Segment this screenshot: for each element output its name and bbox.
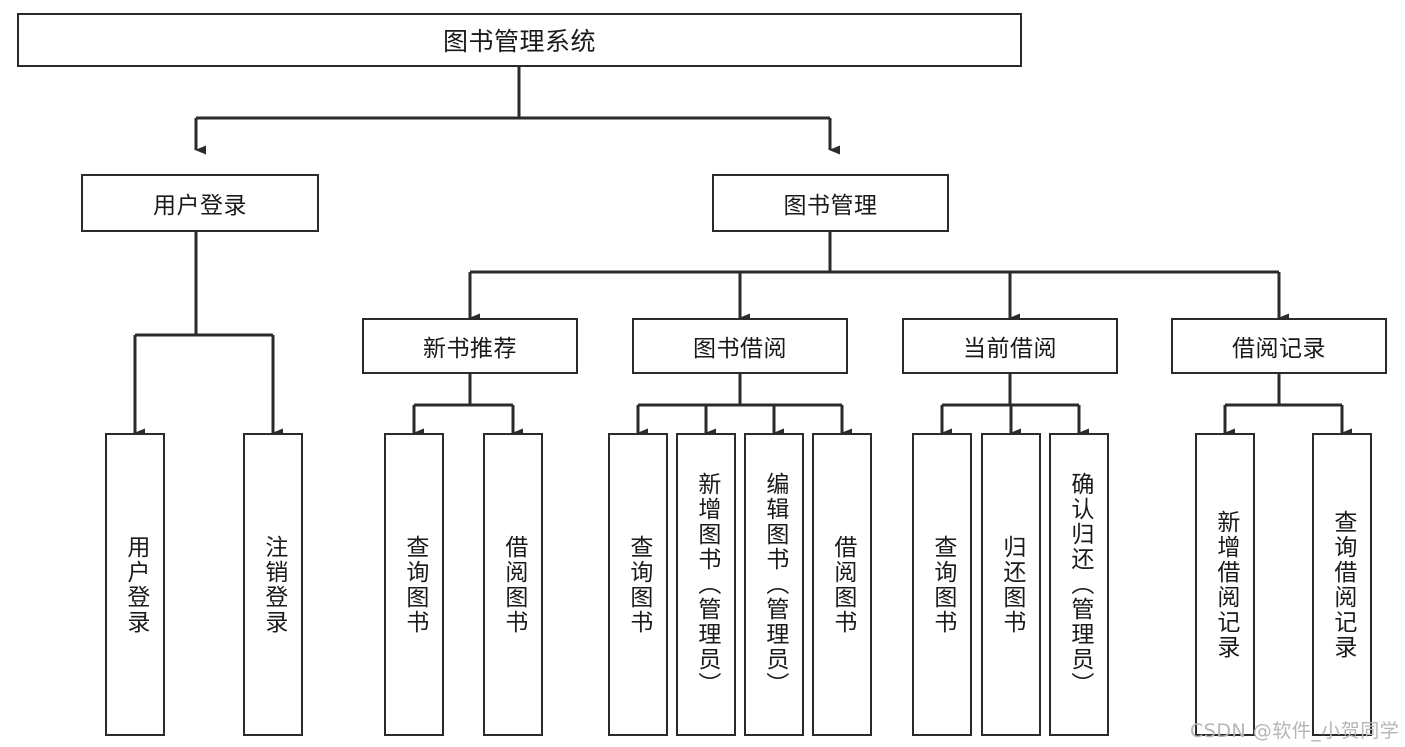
node-current-borrow[interactable]: 当前借阅 [902, 318, 1118, 374]
node-label: 新增借阅记录 [1212, 509, 1239, 660]
leaf-borrow-book[interactable]: 借阅图书 [812, 433, 872, 736]
leaf-add-book-admin[interactable]: 新增图书（管理员） [676, 433, 736, 736]
node-user-login[interactable]: 用户登录 [81, 174, 319, 232]
node-label: 编辑图书（管理员） [761, 472, 788, 697]
leaf-edit-book-admin[interactable]: 编辑图书（管理员） [744, 433, 804, 736]
leaf-query-book-current[interactable]: 查询图书 [912, 433, 972, 736]
node-label: 图书管理系统 [442, 27, 596, 56]
node-borrow-record[interactable]: 借阅记录 [1171, 318, 1387, 374]
node-label: 借阅图书 [500, 534, 527, 635]
leaf-return-book[interactable]: 归还图书 [981, 433, 1041, 736]
node-label: 借阅图书 [829, 534, 856, 635]
node-label: 新增图书（管理员） [693, 472, 720, 697]
node-label: 归还图书 [998, 534, 1025, 635]
leaf-borrow-book-recommend[interactable]: 借阅图书 [483, 433, 543, 736]
watermark-text: CSDN @软件_小贺同学 [1190, 720, 1400, 742]
csdn-watermark: CSDN @软件_小贺同学 [1190, 716, 1399, 743]
leaf-add-borrow-record[interactable]: 新增借阅记录 [1195, 433, 1255, 736]
node-label: 注销登录 [260, 534, 287, 635]
leaf-query-book-recommend[interactable]: 查询图书 [384, 433, 444, 736]
node-label: 新书推荐 [423, 336, 517, 362]
node-label: 查询图书 [625, 534, 652, 635]
node-book-management[interactable]: 图书管理 [712, 174, 949, 232]
node-label: 查询借阅记录 [1329, 509, 1356, 660]
node-label: 图书管理 [783, 193, 878, 219]
node-label: 用户登录 [122, 534, 149, 635]
node-root-system[interactable]: 图书管理系统 [17, 13, 1022, 67]
node-new-book-recommend[interactable]: 新书推荐 [362, 318, 578, 374]
leaf-user-login[interactable]: 用户登录 [105, 433, 165, 736]
node-label: 借阅记录 [1232, 336, 1326, 362]
leaf-query-borrow-record[interactable]: 查询借阅记录 [1312, 433, 1372, 736]
node-label: 图书借阅 [693, 336, 787, 362]
node-label: 确认归还（管理员） [1066, 472, 1093, 697]
node-label: 查询图书 [929, 534, 956, 635]
leaf-query-book-borrow[interactable]: 查询图书 [608, 433, 668, 736]
leaf-confirm-return-admin[interactable]: 确认归还（管理员） [1049, 433, 1109, 736]
node-label: 用户登录 [153, 193, 247, 219]
node-label: 当前借阅 [963, 336, 1057, 362]
leaf-user-logout[interactable]: 注销登录 [243, 433, 303, 736]
node-label: 查询图书 [401, 534, 428, 635]
node-book-borrow[interactable]: 图书借阅 [632, 318, 848, 374]
